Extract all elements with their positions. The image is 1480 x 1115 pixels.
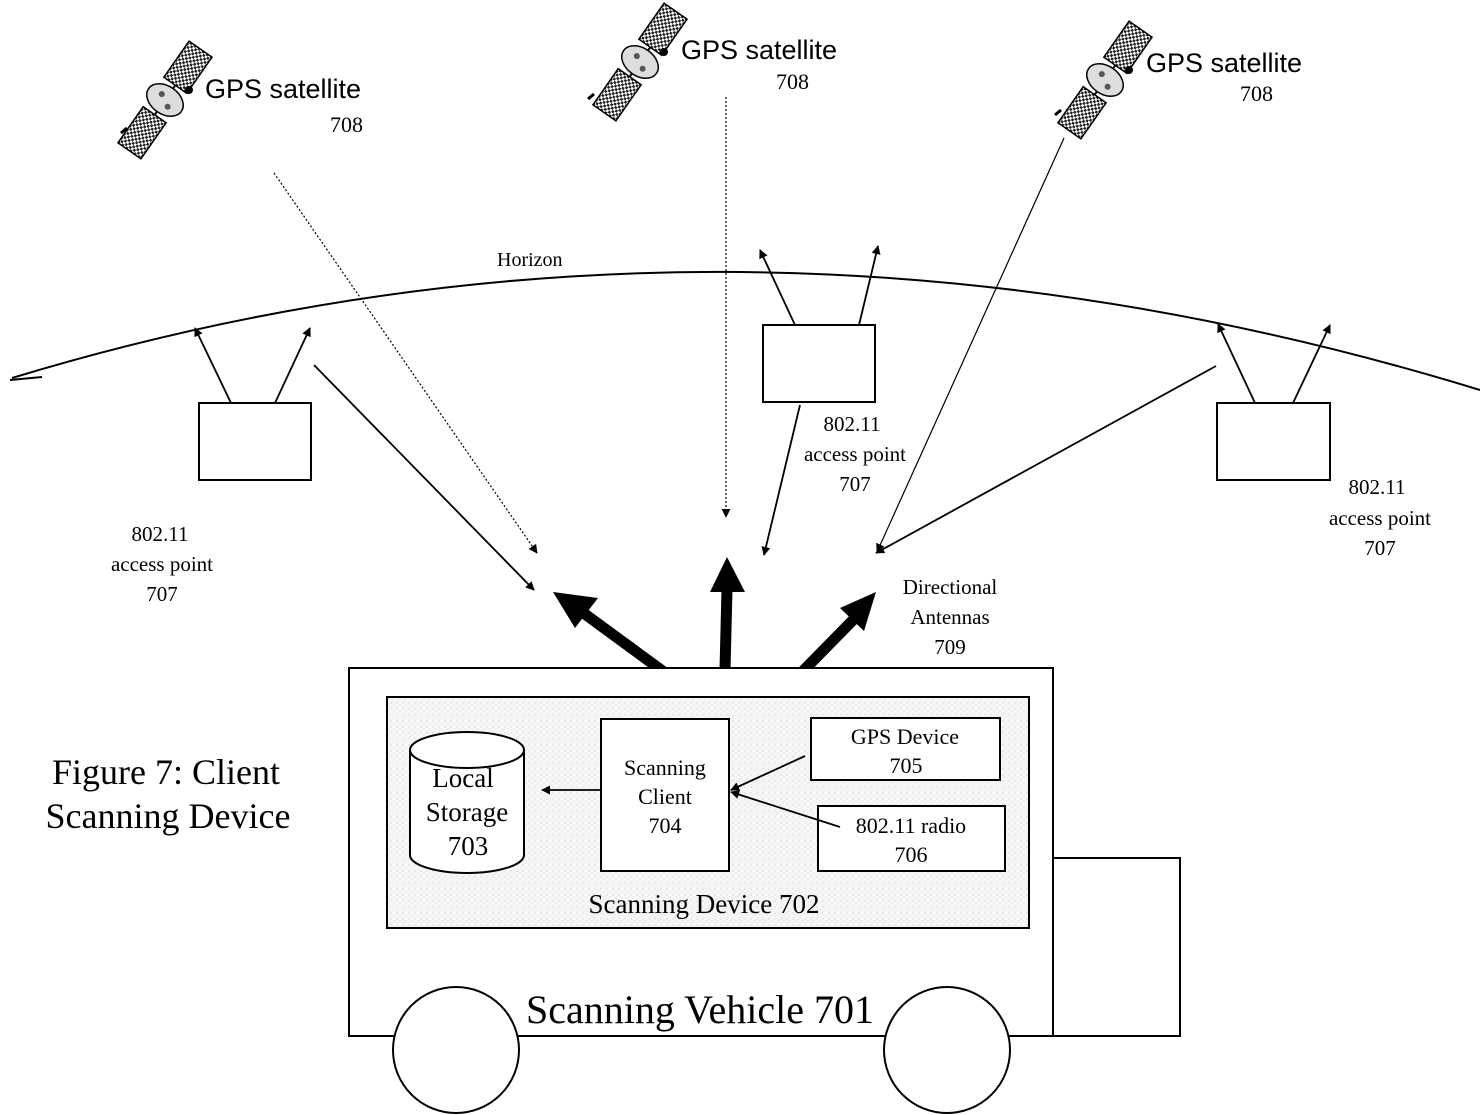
access-point-3-line2: access point [1329, 506, 1431, 530]
antennas-line2: Antennas [910, 605, 989, 629]
antennas-number: 709 [934, 635, 966, 659]
figure-caption-line2: Scanning Device [46, 796, 291, 836]
directional-antenna-arrows [553, 557, 876, 677]
access-point-3-box [1216, 402, 1331, 481]
antenna-arrow-center-head [710, 557, 745, 592]
local-storage-line1: Local [432, 763, 493, 793]
vehicle-wheel-front [883, 986, 1011, 1114]
horizon-label: Horizon [497, 249, 563, 271]
gps-satellite-3 [1054, 20, 1154, 140]
satellite-1-label: GPS satellite [205, 74, 361, 104]
access-point-3-number: 707 [1364, 536, 1396, 560]
vehicle-label: Scanning Vehicle 701 [526, 987, 874, 1032]
gps-to-client-arrow [730, 755, 806, 791]
radio-line1: 802.11 radio [856, 813, 966, 838]
access-point-3-antenna-left [1217, 323, 1256, 404]
antenna-arrow-center-shaft [719, 588, 733, 671]
satellite-icon [1054, 20, 1154, 140]
local-storage-line2: Storage [426, 797, 508, 827]
satellite-3-signal-arrow [876, 137, 1065, 553]
scanning-client-number: 704 [649, 813, 682, 838]
gps-device-number: 705 [890, 753, 923, 778]
satellite-3-label: GPS satellite [1146, 48, 1302, 78]
satellite-3-number: 708 [1240, 81, 1273, 106]
access-point-1-box [198, 402, 312, 481]
local-storage-number: 703 [448, 831, 489, 861]
access-point-2-line2: access point [804, 442, 906, 466]
antenna-arrow-left-shaft [574, 604, 668, 677]
satellite-1-number: 708 [330, 112, 363, 137]
access-point-1-line1: 802.11 [132, 522, 189, 546]
figure-caption-line1: Figure 7: Client [52, 752, 280, 792]
access-point-2-line1: 802.11 [824, 412, 881, 436]
vehicle-cab [1052, 857, 1181, 1037]
access-point-3-line1: 802.11 [1349, 475, 1406, 499]
access-point-3-signal-arrow [875, 365, 1217, 554]
horizon-tail [9, 376, 43, 381]
radio-to-client-arrow [730, 790, 841, 828]
scanning-device: Scanning Device 702 Local Storage 703 Sc… [386, 696, 1030, 929]
scanning-client-line2: Client [638, 784, 692, 809]
access-point-1-antenna-right [274, 327, 311, 404]
antenna-arrow-left-head [553, 592, 598, 628]
access-point-3-antenna-right [1292, 324, 1331, 404]
access-point-2-number: 707 [839, 472, 871, 496]
radio-box [817, 805, 1006, 872]
scanning-client-line1: Scanning [624, 755, 706, 780]
scanning-client-box [600, 718, 730, 872]
satellite-icon [116, 40, 214, 160]
satellite-2-number: 708 [776, 69, 809, 94]
access-point-2-antenna-right [858, 245, 881, 326]
access-point-1-signal-arrow [313, 364, 535, 591]
horizon-line [11, 270, 1480, 391]
gps-satellite-2 [587, 2, 689, 122]
vehicle-wheel-rear [392, 986, 520, 1114]
access-point-2-box [762, 324, 876, 403]
scanning-device-label: Scanning Device 702 [589, 889, 820, 919]
gps-satellite-1 [116, 40, 214, 160]
antenna-arrow-right-shaft [798, 613, 860, 676]
access-point-1-antenna-left [194, 327, 232, 404]
access-point-1-number: 707 [146, 582, 178, 606]
satellite-icon [587, 2, 689, 122]
antenna-arrow-right-head [840, 592, 876, 631]
antennas-line1: Directional [903, 575, 998, 599]
access-point-2-signal-arrow [761, 404, 801, 556]
gps-device-box [810, 717, 1001, 781]
satellite-1-signal-arrow [273, 172, 538, 554]
access-point-2-antenna-left [759, 249, 796, 326]
local-storage-cylinder [409, 731, 525, 874]
radio-number: 706 [895, 842, 928, 867]
gps-device-line1: GPS Device [851, 724, 959, 749]
access-point-1-line2: access point [111, 552, 213, 576]
satellite-2-label: GPS satellite [681, 35, 837, 65]
